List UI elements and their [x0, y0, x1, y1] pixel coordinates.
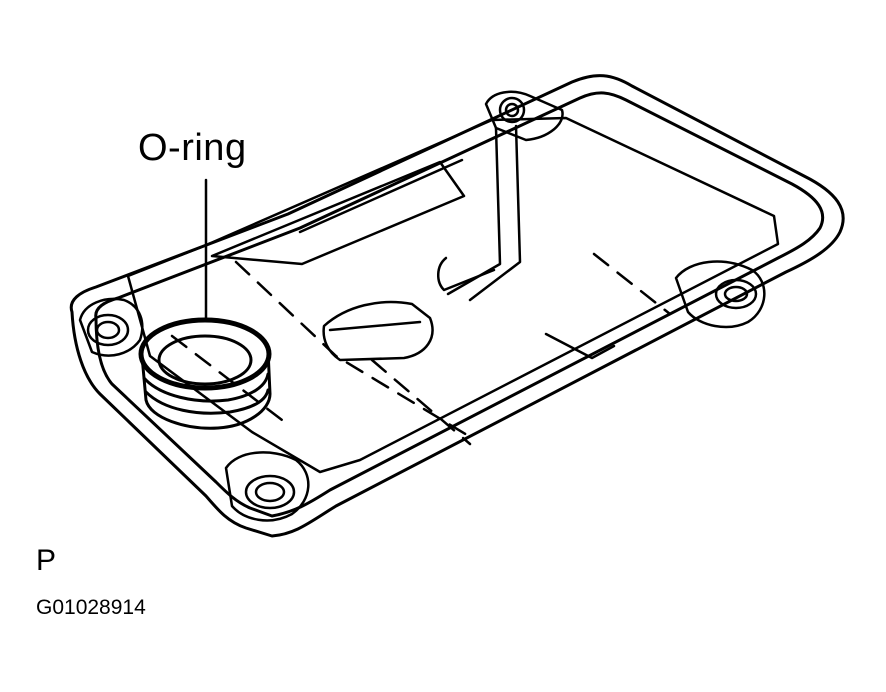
rib — [446, 124, 522, 302]
mounting-boss-top — [484, 90, 564, 142]
o-ring-callout-label: O-ring — [138, 127, 247, 169]
filter-body — [126, 116, 780, 474]
o-ring — [138, 317, 272, 430]
hidden-lines — [170, 252, 672, 446]
pan-outer-rim — [69, 74, 845, 538]
figure-id: G01028914 — [36, 596, 146, 619]
mounting-boss-right — [674, 260, 766, 329]
mounting-boss-bottom — [224, 451, 310, 522]
view-letter: P — [36, 544, 57, 577]
mounting-boss-left — [78, 297, 144, 357]
